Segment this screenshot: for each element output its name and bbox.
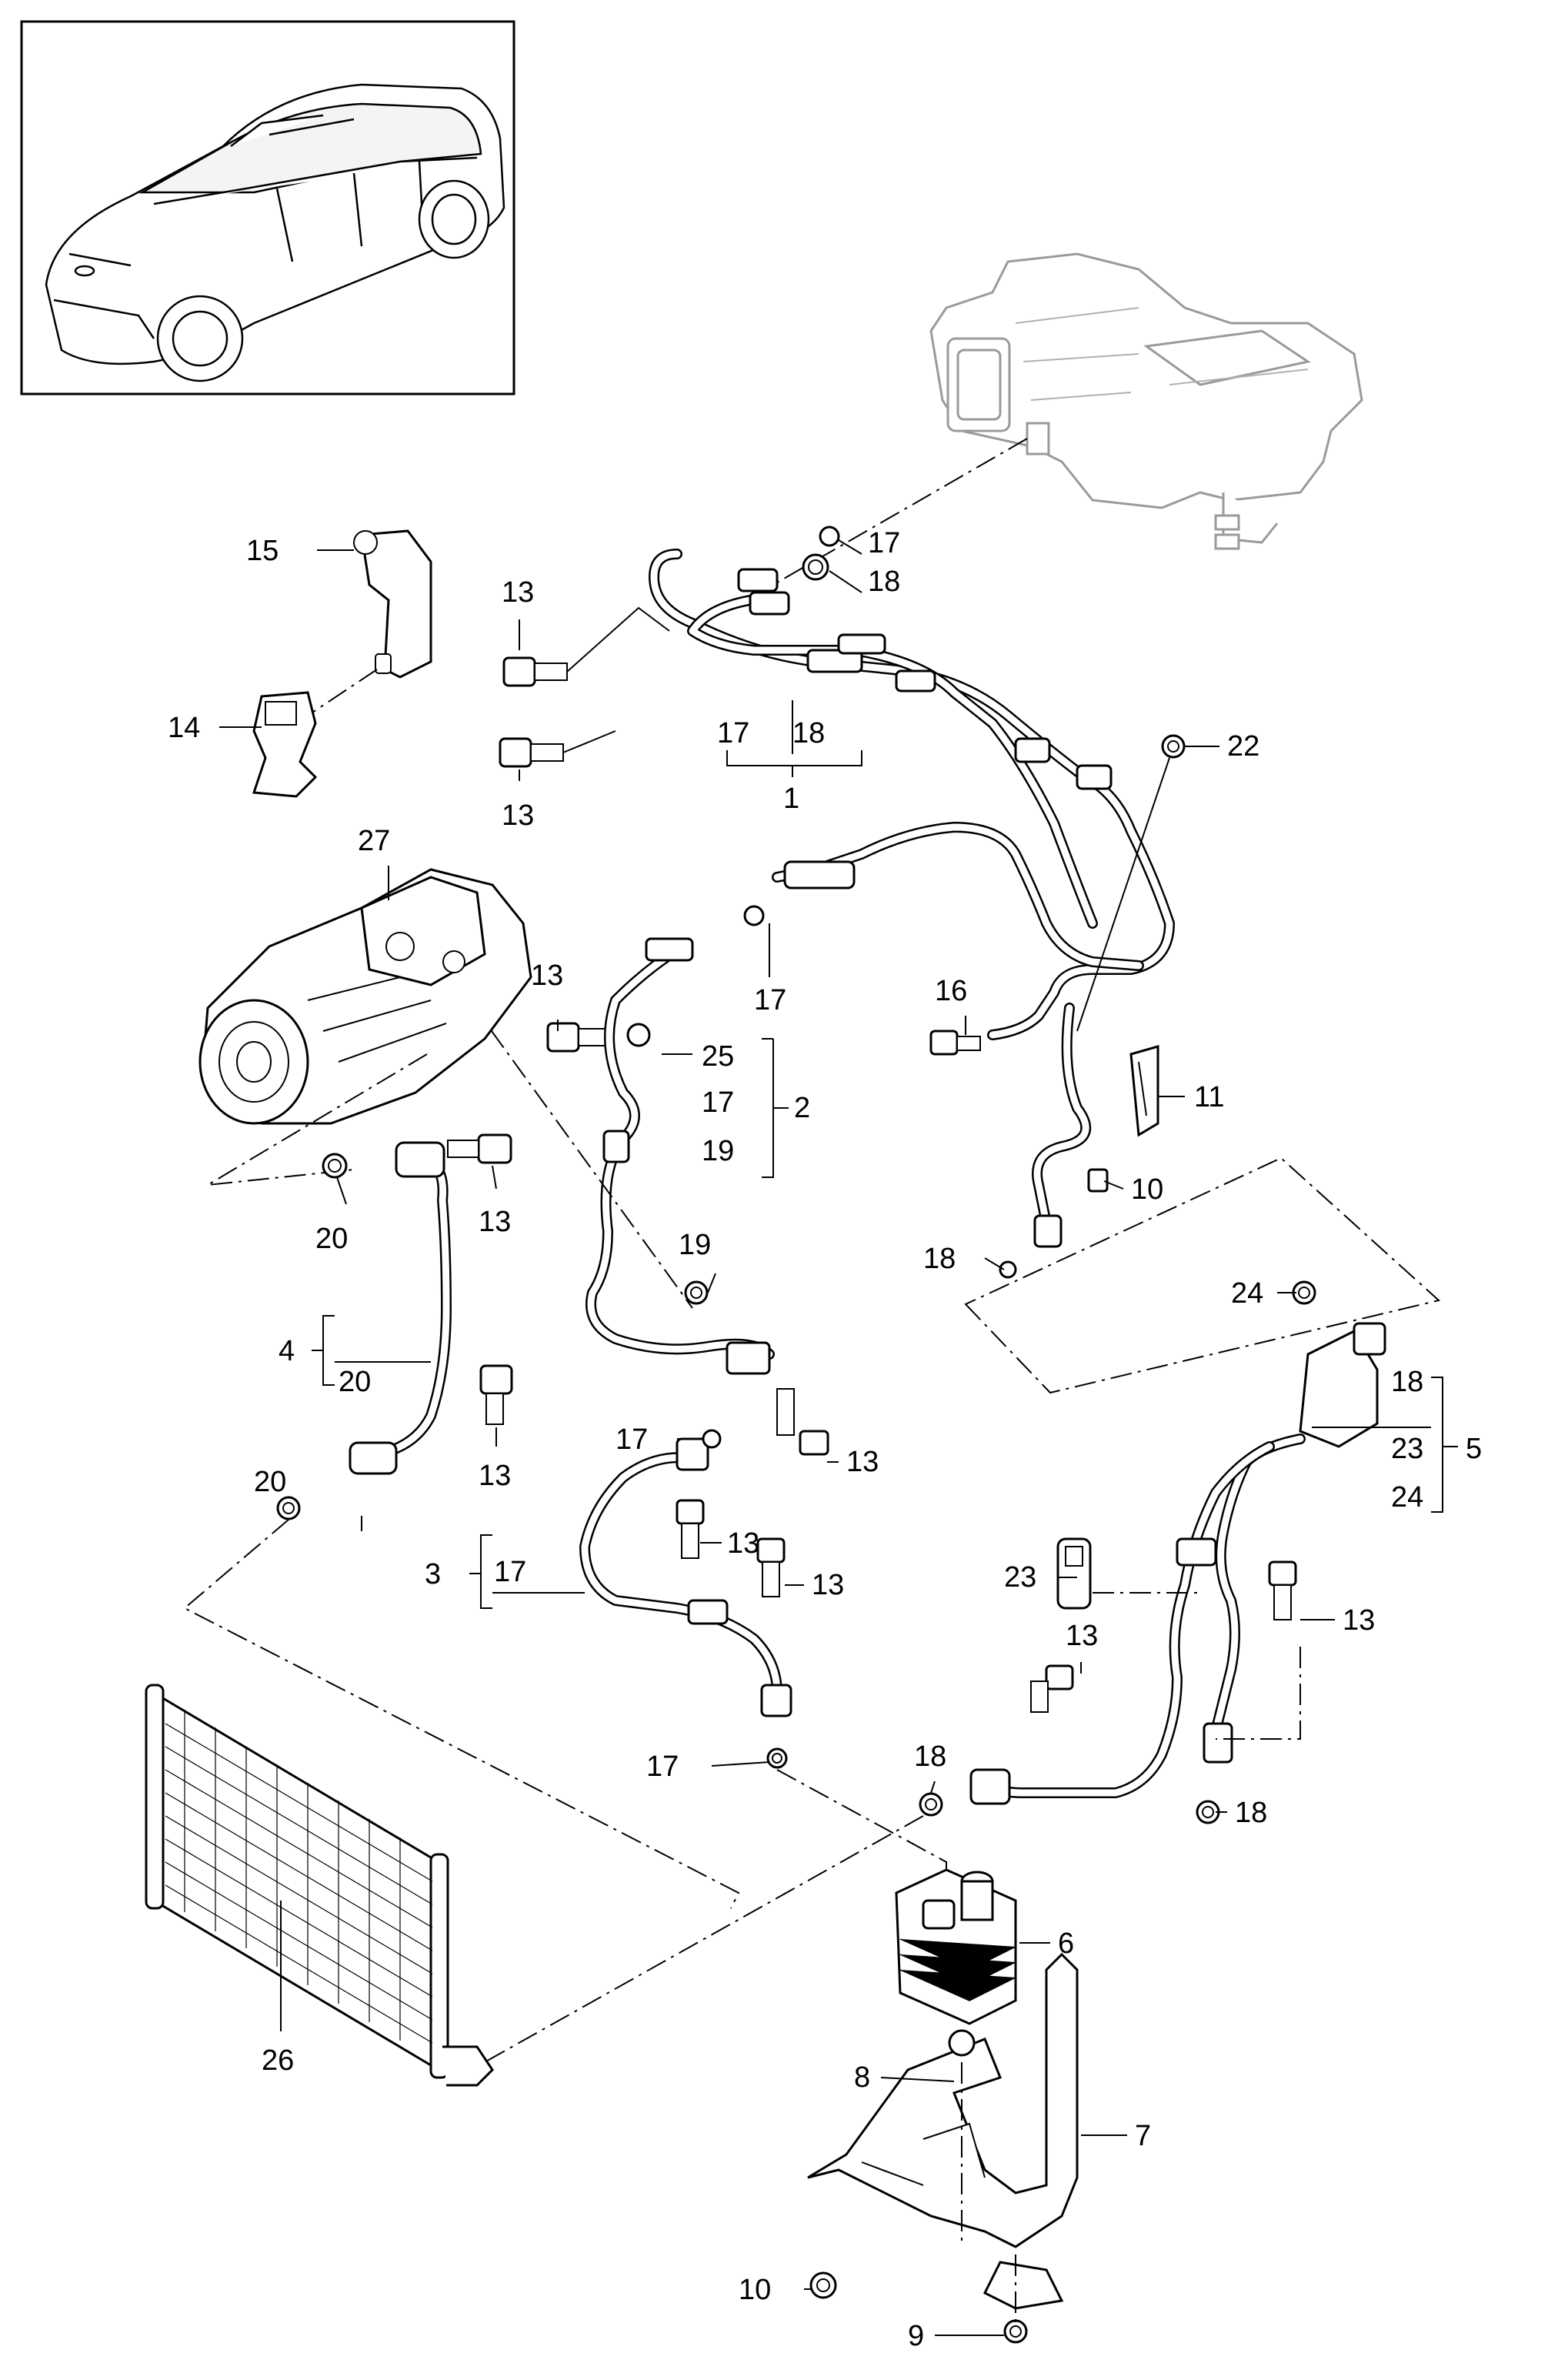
refrigerant-line-4 xyxy=(276,1141,452,1520)
vehicle-suv-illustration xyxy=(45,83,505,382)
callout-27: 27 xyxy=(358,825,390,857)
callout-14: 14 xyxy=(168,712,200,744)
callout-13: 13 xyxy=(727,1527,759,1560)
o-rings-top xyxy=(802,526,840,581)
callout-20: 20 xyxy=(339,1366,371,1398)
callout-18: 18 xyxy=(1391,1366,1423,1398)
condenser-part-26 xyxy=(145,1684,494,2087)
callout-25: 25 xyxy=(702,1040,734,1073)
callout-18: 18 xyxy=(868,566,900,598)
callout-10: 10 xyxy=(739,2274,771,2306)
oil-cooler-part-6 xyxy=(895,1868,1017,2025)
bracket-part-7 xyxy=(807,1952,1079,2344)
bracket-part-15 xyxy=(353,529,432,679)
refrigerant-line-5 xyxy=(919,1280,1386,1824)
callout-18: 18 xyxy=(923,1243,956,1275)
callout-20: 20 xyxy=(254,1466,286,1498)
compressor-part-27 xyxy=(199,868,532,1125)
connection-line-heater xyxy=(772,438,1028,586)
callout-23: 23 xyxy=(1004,1561,1036,1594)
callout-17: 17 xyxy=(702,1086,734,1119)
callout-17: 17 xyxy=(717,717,749,749)
callout-17: 17 xyxy=(616,1423,648,1456)
callout-18: 18 xyxy=(792,717,825,749)
callout-13: 13 xyxy=(479,1460,511,1492)
callout-17: 17 xyxy=(868,527,900,559)
callout-5: 5 xyxy=(1466,1433,1482,1465)
callout-19: 19 xyxy=(679,1229,711,1261)
callout-18: 18 xyxy=(914,1741,946,1773)
callout-4: 4 xyxy=(279,1335,295,1367)
callout-1: 1 xyxy=(783,783,799,815)
callout-13: 13 xyxy=(846,1446,879,1478)
callout-13: 13 xyxy=(531,960,563,992)
callout-17: 17 xyxy=(646,1751,679,1783)
vehicle-overview-inset xyxy=(20,20,515,396)
callout-7: 7 xyxy=(1135,2120,1151,2152)
clip-part-14 xyxy=(252,691,318,798)
callout-labels: 15 13 17 18 14 17 18 1 13 22 27 13 17 16… xyxy=(168,527,1482,2352)
bolt-part-13 xyxy=(447,656,1297,1713)
callout-13: 13 xyxy=(502,799,534,832)
refrigerant-line-3 xyxy=(579,1429,792,1769)
callout-8: 8 xyxy=(854,2061,870,2094)
callout-13: 13 xyxy=(502,576,534,609)
callout-15: 15 xyxy=(246,535,279,567)
refrigerant-line-1 xyxy=(649,549,1175,1040)
callout-20: 20 xyxy=(315,1223,348,1255)
callout-23: 23 xyxy=(1391,1433,1423,1465)
callout-26: 26 xyxy=(262,2044,294,2077)
callout-10: 10 xyxy=(1131,1173,1163,1206)
callout-24: 24 xyxy=(1231,1277,1263,1310)
callout-17: 17 xyxy=(754,984,786,1016)
callout-6: 6 xyxy=(1058,1927,1074,1960)
callout-11: 11 xyxy=(1194,1081,1224,1113)
callout-3: 3 xyxy=(425,1558,441,1590)
line-bracket-area xyxy=(999,734,1186,1279)
callout-2: 2 xyxy=(794,1092,810,1124)
pressure-sensor-part-23 xyxy=(1056,1537,1092,1610)
refrigerant-line-2 xyxy=(585,822,1144,1375)
callout-13: 13 xyxy=(812,1569,844,1601)
callout-22: 22 xyxy=(1227,730,1259,763)
callout-13: 13 xyxy=(1066,1620,1098,1652)
callout-17: 17 xyxy=(494,1556,526,1588)
callout-24: 24 xyxy=(1391,1481,1423,1514)
callout-brackets xyxy=(312,750,1458,1609)
callout-9: 9 xyxy=(908,2320,924,2352)
callout-19: 19 xyxy=(702,1135,734,1167)
callout-18: 18 xyxy=(1235,1797,1267,1829)
callout-16: 16 xyxy=(935,975,967,1007)
callout-13: 13 xyxy=(479,1206,511,1238)
callout-13: 13 xyxy=(1343,1604,1375,1637)
leader-lines xyxy=(219,539,1335,2336)
heater-box-illustration xyxy=(929,252,1363,550)
